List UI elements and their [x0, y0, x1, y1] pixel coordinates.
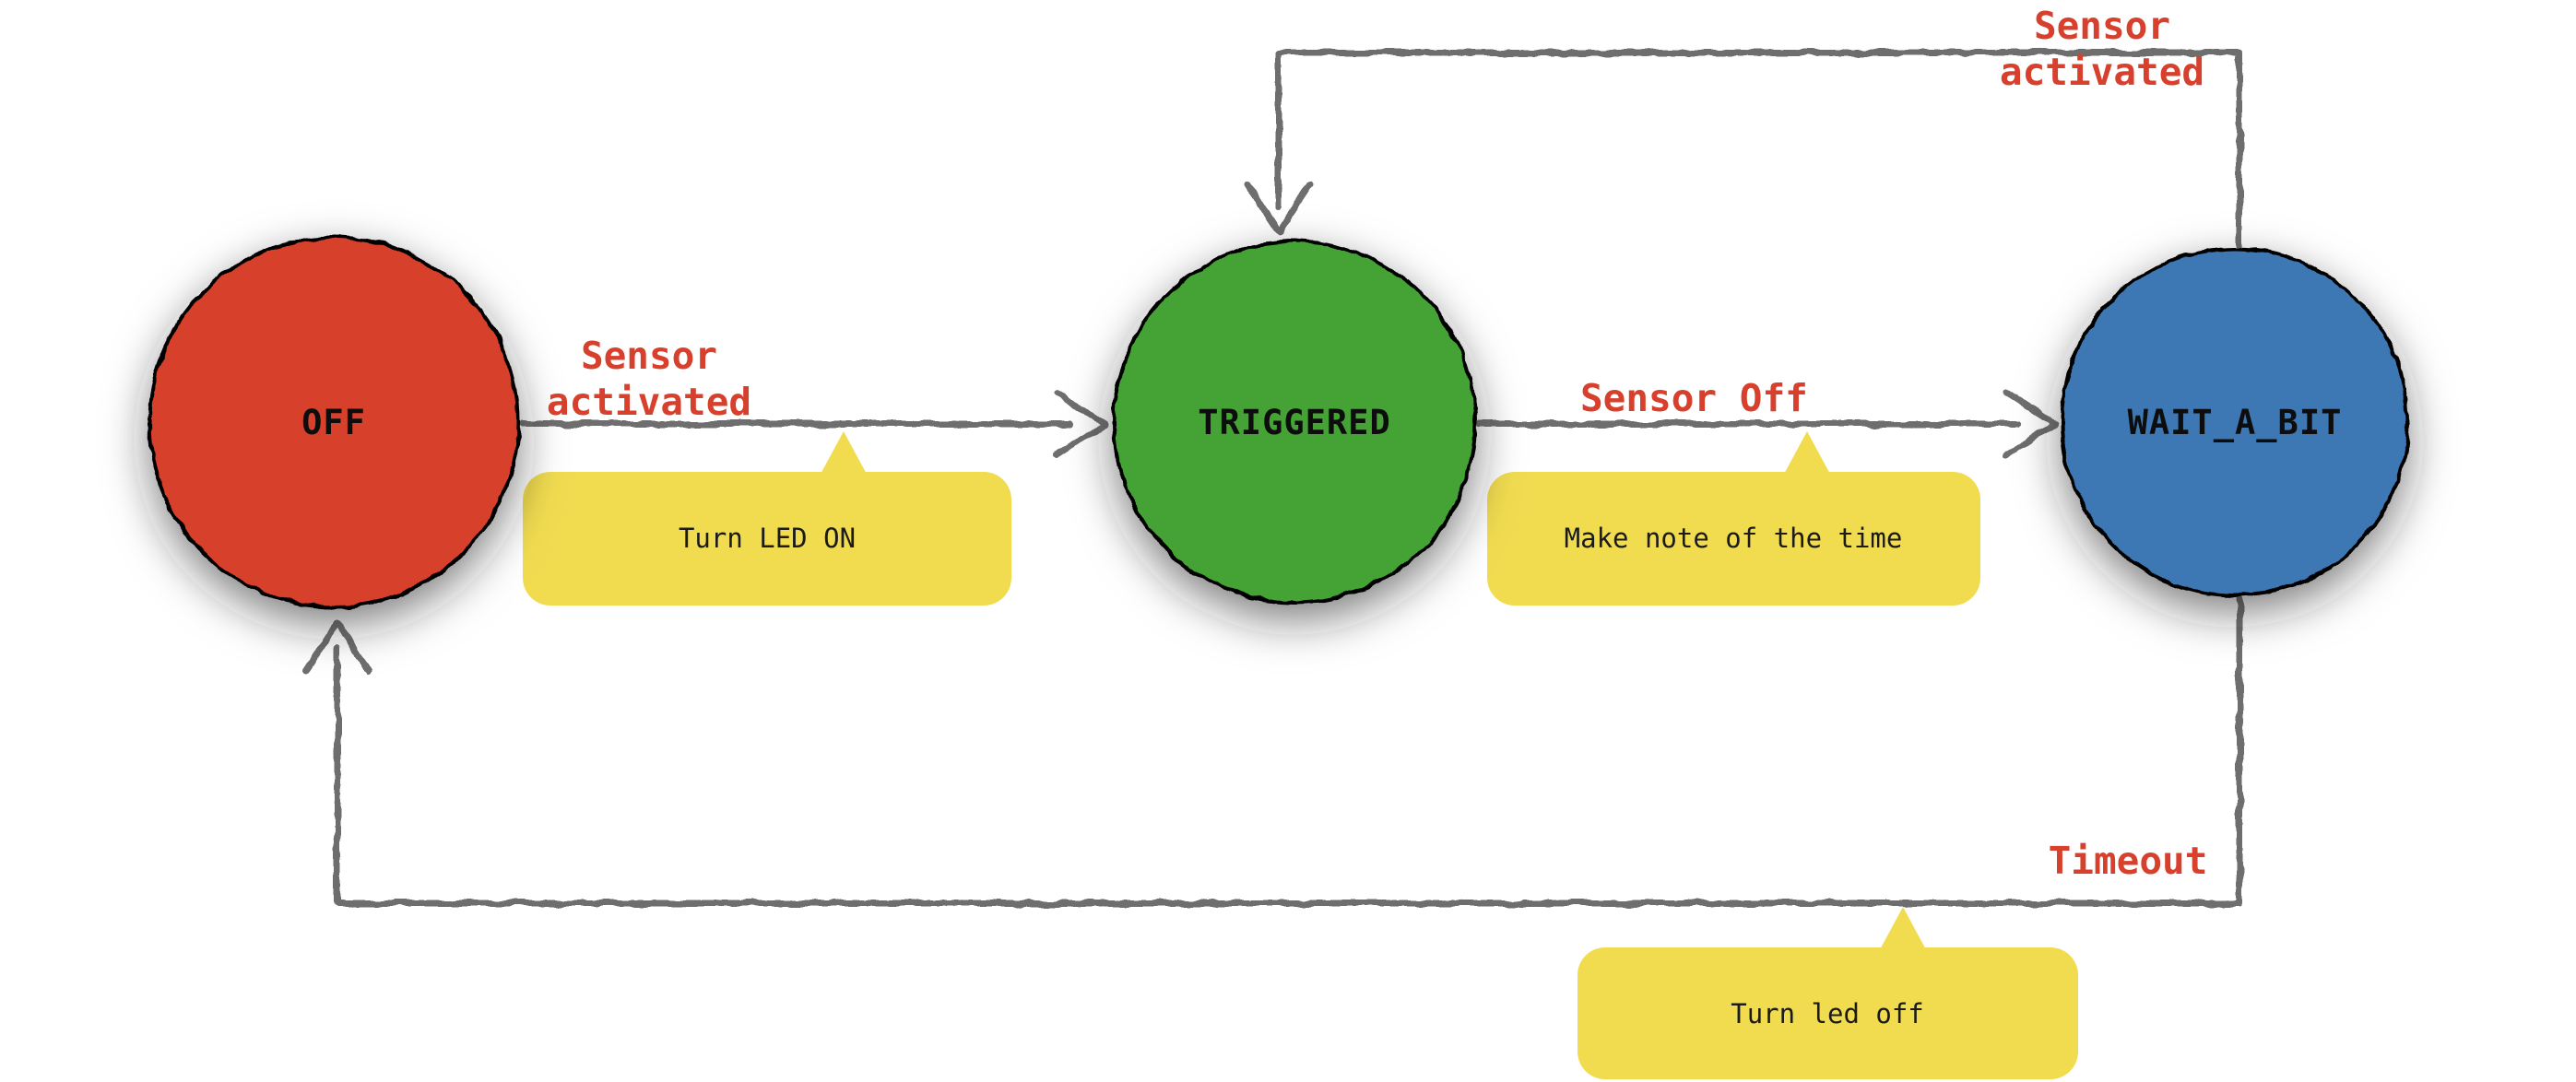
label-wait-to-off: Timeout: [2049, 839, 2208, 883]
label-wait-to-triggered-line2: activated: [2000, 50, 2204, 94]
state-labels-layer: OFF TRIGGERED WAIT_A_BIT: [301, 403, 2343, 442]
arrow-wait-to-off: [334, 595, 2243, 907]
states-shadow-layer: [148, 236, 2410, 608]
note-make-note-text: Make note of the time: [1565, 523, 1903, 554]
note-turn-led-on-text: Turn LED ON: [679, 523, 856, 554]
state-triggered-circle: [1112, 240, 1477, 605]
state-off-circle: [148, 236, 520, 608]
arrowhead-wait-to-off: [302, 619, 372, 675]
note-pointer-make-note: [1782, 431, 1832, 477]
transition-arrows-layer: [302, 49, 2243, 907]
arrow-wait-to-triggered: [1275, 49, 2243, 249]
state-off-label: OFF: [301, 403, 366, 442]
arrowhead-wait-to-triggered: [1244, 181, 1314, 236]
notes-layer: Turn LED ON Make note of the time Turn l…: [523, 431, 2078, 1079]
note-pointer-turn-led-off: [1878, 907, 1928, 953]
note-pointer-turn-led-on: [819, 431, 869, 477]
note-turn-led-on: [523, 472, 1011, 606]
arrowhead-off-to-triggered: [1053, 389, 1108, 459]
state-triggered-label: TRIGGERED: [1198, 403, 1390, 442]
label-off-to-triggered-line1: Sensor: [581, 334, 717, 378]
state-wait-a-bit-label: WAIT_A_BIT: [2128, 403, 2343, 442]
state-wait-a-bit-circle: [2060, 247, 2410, 597]
label-off-to-triggered-line2: activated: [547, 380, 751, 424]
note-make-note: [1487, 472, 1980, 606]
note-turn-led-off-text: Turn led off: [1731, 998, 1924, 1029]
states-layer: [148, 236, 2410, 608]
arrowhead-triggered-to-wait: [2003, 389, 2058, 459]
transition-labels-layer: Sensor activated Sensor Off Sensor activ…: [547, 4, 2207, 883]
note-turn-led-off: [1578, 947, 2078, 1079]
label-wait-to-triggered-line1: Sensor: [2034, 4, 2170, 48]
label-triggered-to-wait: Sensor Off: [1580, 376, 1808, 420]
